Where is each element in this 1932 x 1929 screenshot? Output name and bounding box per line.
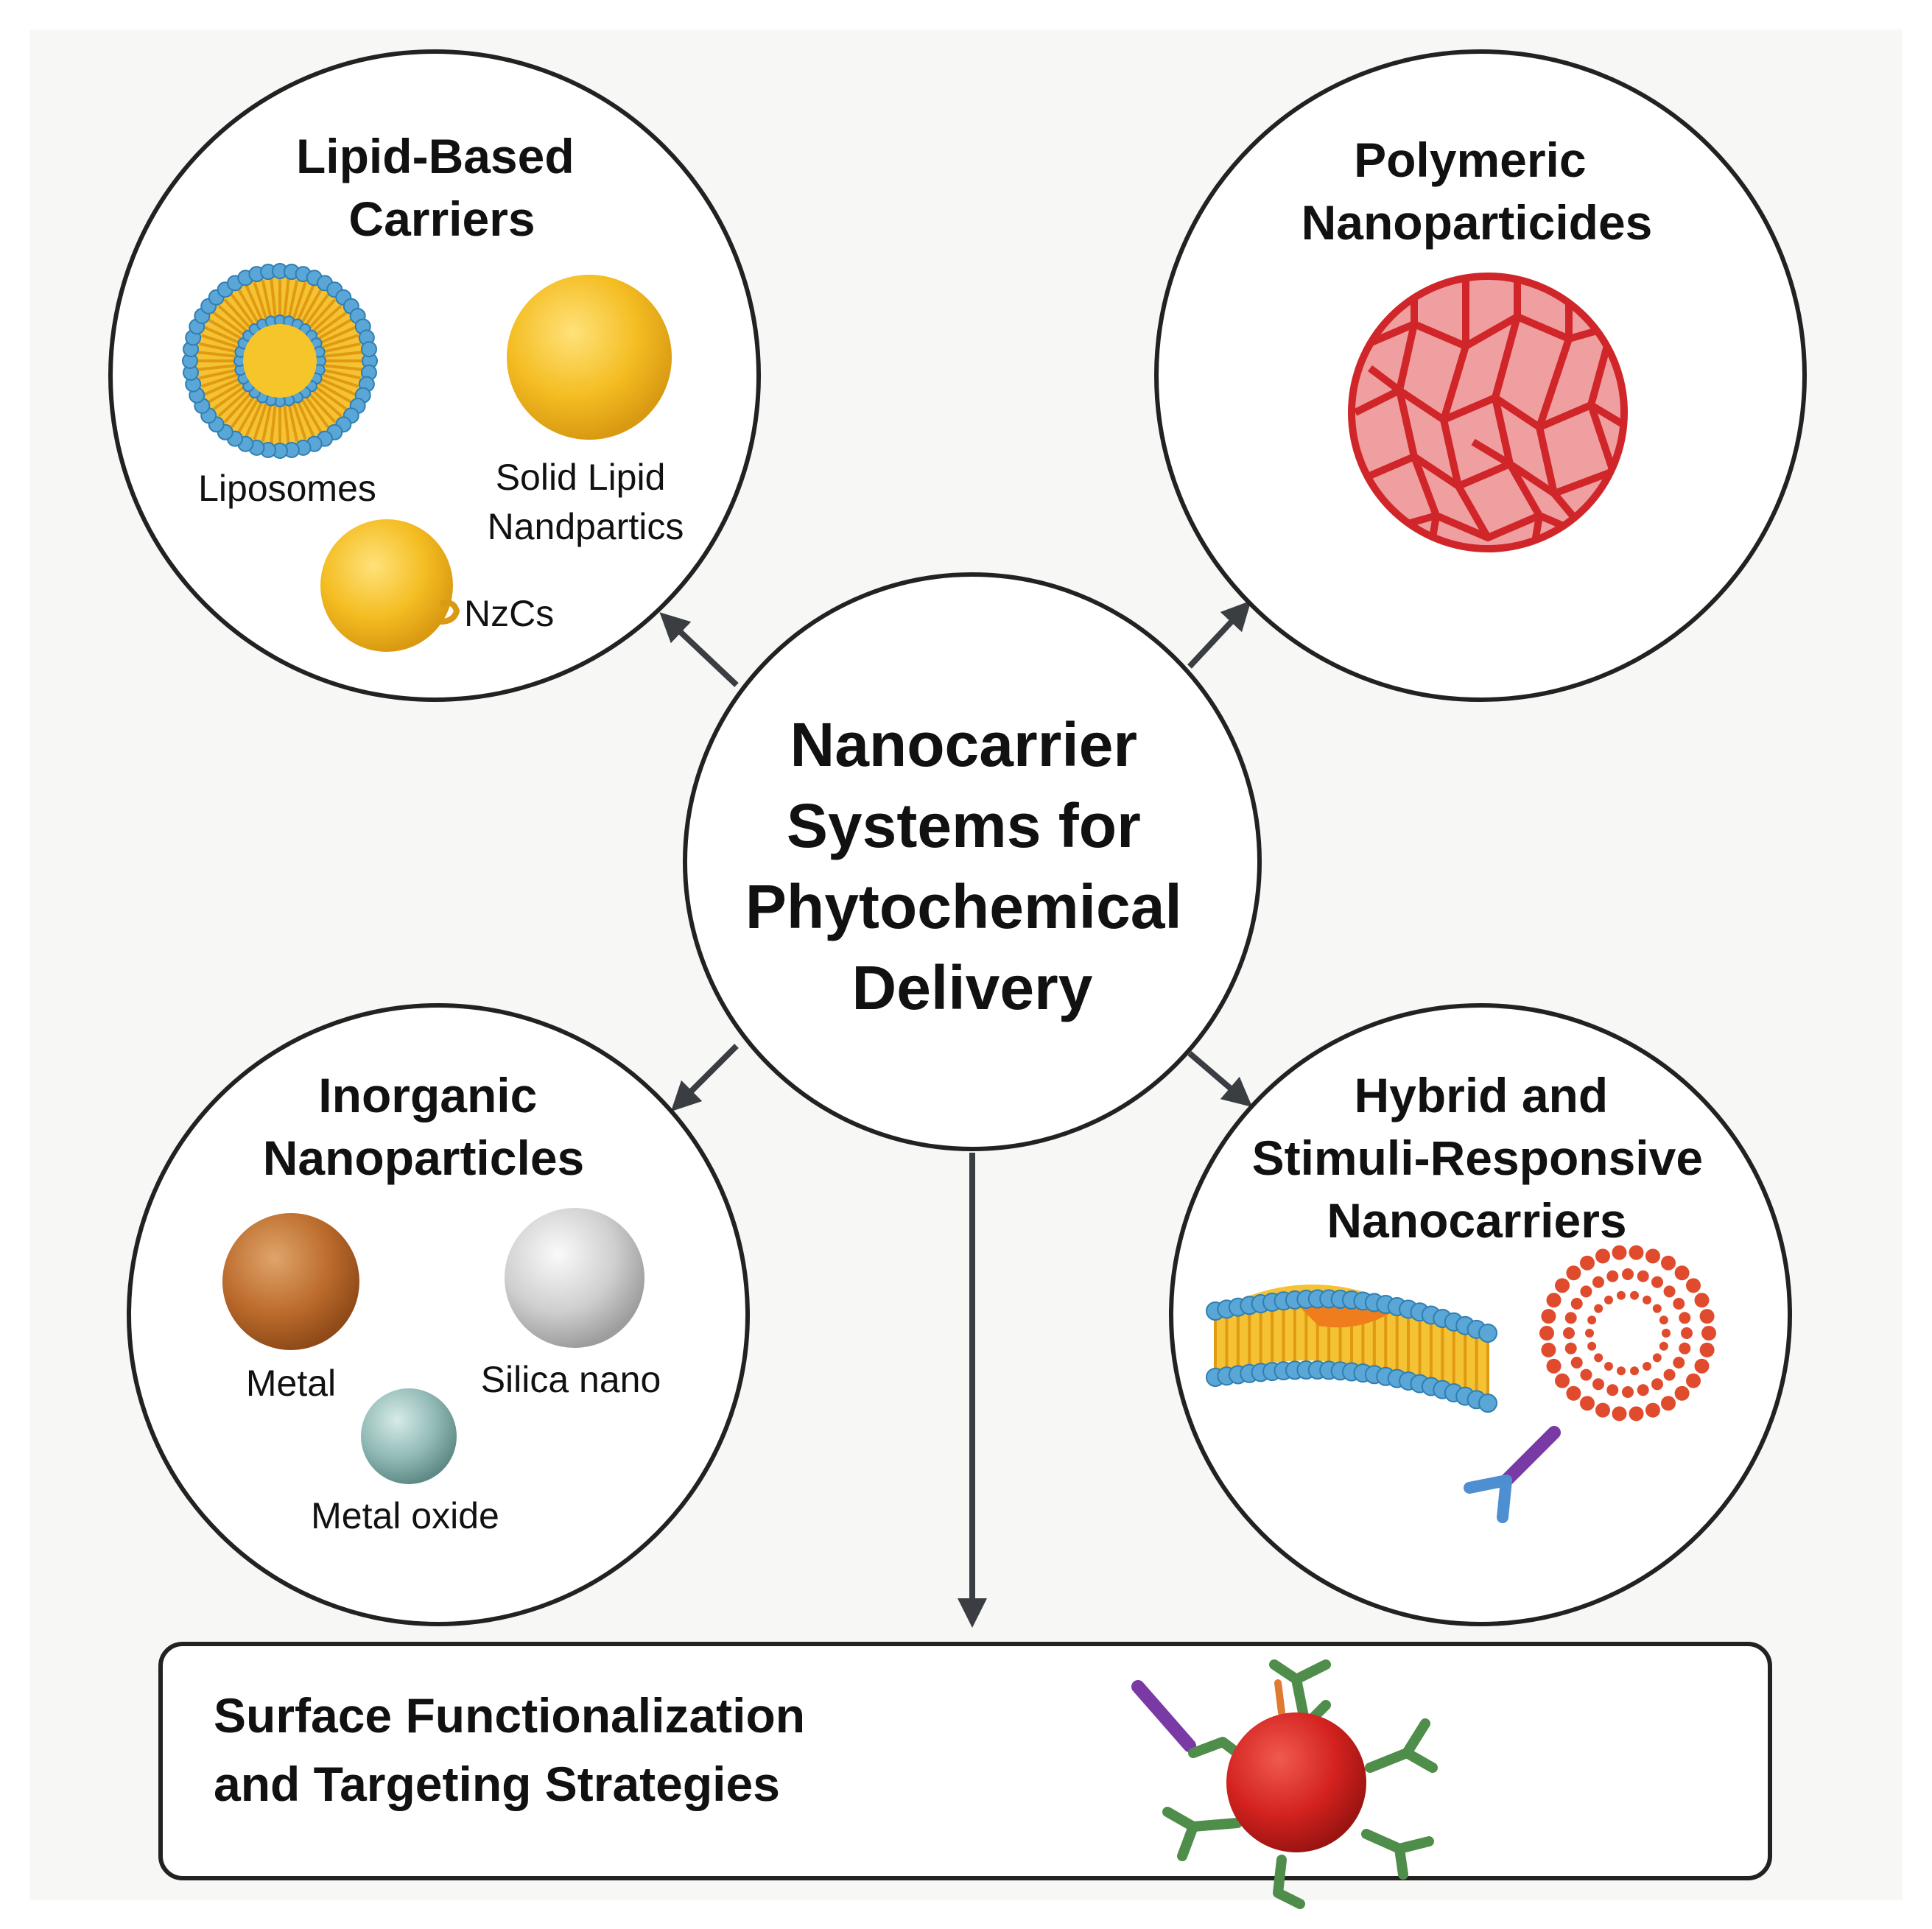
center-title-line-1: Nanocarrier [790, 710, 1138, 779]
surface-title-line-2: and Targeting Strategies [214, 1757, 780, 1811]
liposome-icon [182, 263, 378, 459]
hybrid-node: Hybrid and Stimuli-Responsive Nanocarrie… [1169, 1003, 1792, 1626]
arrow-to-hybrid [1187, 1050, 1253, 1108]
svg-text:Nanocarrier Systems for: Nanocarrier Systems for Phytochemical De… [745, 710, 1199, 1022]
lipid-node: Lipid-Based Carriers Liposomes Solid Lip… [108, 49, 761, 702]
surface-title-line-1: Surface Functionalization [214, 1688, 805, 1743]
svg-text:Surface Functionalization: Surface Functionalization and Targeting … [214, 1688, 818, 1811]
svg-text:Hybrid and Stimuli-Respo: Hybrid and Stimuli-Responsive Nanocarrie… [1252, 1068, 1717, 1248]
svg-text:Lipid-Based Carriers: Lipid-Based Carriers [296, 129, 588, 246]
arrow-to-inorganic [670, 1044, 739, 1112]
center-title-line-3: Phytochemical [745, 872, 1182, 941]
center-title-line-4: Delivery [852, 953, 1093, 1022]
hybrid-title-line-2: Stimuli-Responsive [1252, 1131, 1703, 1185]
svg-text:Inorganic Nanoparticles: Inorganic Nanoparticles [263, 1068, 584, 1185]
lipid-circle [108, 49, 761, 702]
functionalized-nanoparticle-icon [1131, 1659, 1438, 1909]
liposomes-label: Liposomes [198, 468, 376, 509]
sln-label-line-1: Solid Lipid [496, 457, 666, 498]
metal-nanoparticle-icon [222, 1213, 359, 1350]
polymeric-node: Polymeric Nanoparticides [1154, 49, 1807, 702]
polymeric-title-line-2: Nanoparticides [1302, 195, 1653, 250]
hybrid-membrane-icon [1206, 1285, 1497, 1413]
metal-label: Metal [246, 1363, 336, 1404]
polymer-network-icon [1348, 273, 1628, 552]
hybrid-title-line-3: Nanocarriers [1327, 1193, 1626, 1248]
inorganic-title-line-1: Inorganic [318, 1068, 537, 1122]
nlc-label: NzCs [464, 593, 554, 634]
antibody-icon [1464, 1426, 1561, 1523]
center-title-line-2: Systems for [787, 791, 1141, 860]
silica-nanoparticle-icon [505, 1208, 644, 1348]
arrows [659, 600, 1253, 1628]
center-circle [683, 572, 1262, 1151]
hybrid-circle [1169, 1003, 1792, 1626]
solid-lipid-nanoparticle-icon [507, 275, 672, 440]
silica-label: Silica nano [481, 1359, 661, 1400]
polymeric-title-line-1: Polymeric [1354, 133, 1587, 187]
inorganic-circle [127, 1003, 750, 1626]
center-node: Nanocarrier Systems for Phytochemical De… [683, 572, 1262, 1151]
lipid-title-line-1: Lipid-Based [296, 129, 575, 183]
inorganic-node: Inorganic Nanoparticles Metal Silica nan… [127, 1003, 750, 1626]
surface-box [158, 1642, 1772, 1880]
sln-label-line-2: Nandpartics [488, 506, 684, 547]
surface-node: Surface Functionalization and Targeting … [158, 1642, 1772, 1909]
lipid-title-line-2: Carriers [348, 192, 535, 246]
metal-oxide-nanoparticle-icon [361, 1388, 457, 1484]
svg-text:Polymeric Nanoparticides: Polymeric Nanoparticides [1302, 133, 1653, 250]
hybrid-title-line-1: Hybrid and [1354, 1068, 1608, 1122]
dendrimer-ring-icon [1539, 1245, 1716, 1422]
svg-text:Solid Lipid Nandpartics: Solid Lipid Nandpartics [488, 457, 684, 547]
nlc-icon [320, 519, 460, 652]
arrow-to-lipid [659, 612, 739, 687]
inorganic-title-line-2: Nanoparticles [263, 1131, 584, 1185]
arrow-to-polymeric [1187, 600, 1251, 669]
metal-oxide-label: Metal oxide [311, 1495, 499, 1536]
